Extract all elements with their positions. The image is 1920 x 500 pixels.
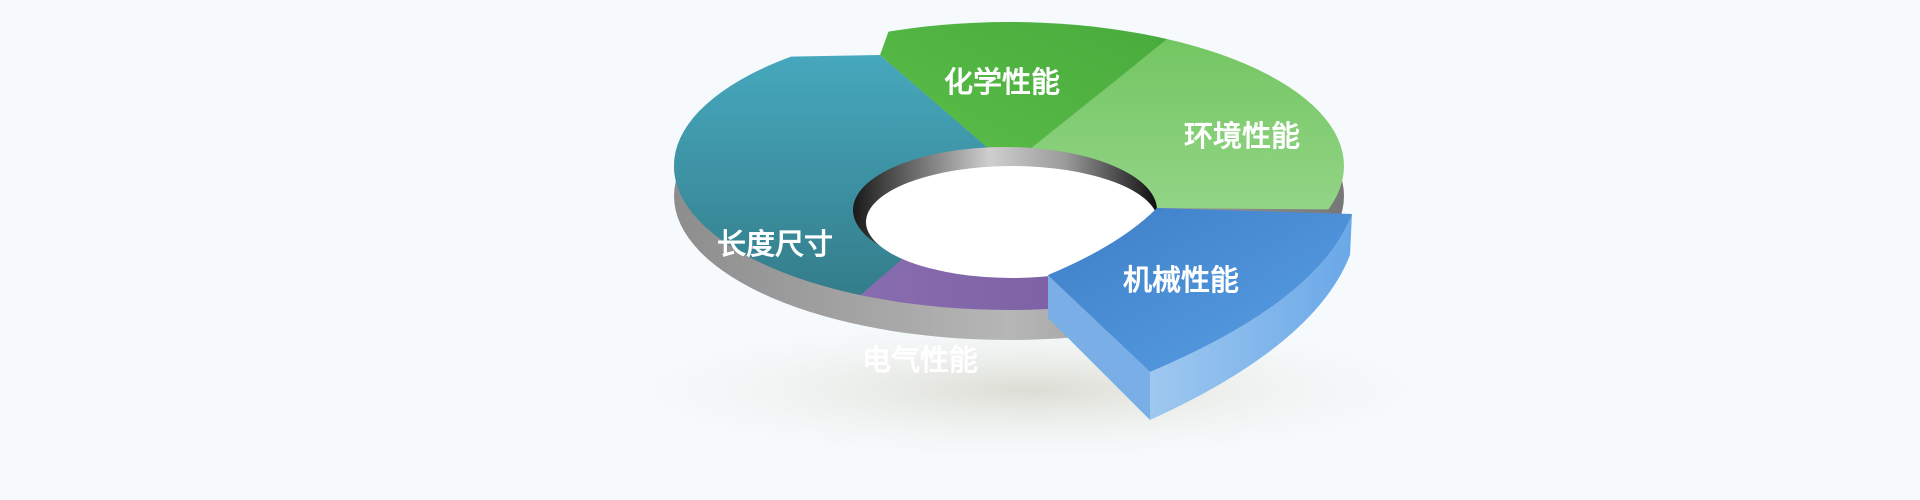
mechanical-outer-face bbox=[1150, 214, 1352, 420]
segment-mechanical bbox=[1048, 208, 1352, 420]
label-electrical: 电气性能 bbox=[862, 343, 978, 377]
segment-dimension-fill bbox=[674, 55, 1009, 310]
label-environment: 环境性能 bbox=[1184, 119, 1300, 153]
label-mechanical: 机械性能 bbox=[1123, 263, 1239, 297]
ground-shadow bbox=[630, 320, 1430, 460]
label-dimension: 长度尺寸 bbox=[717, 227, 833, 261]
mechanical-top-face bbox=[1048, 208, 1352, 372]
hole bbox=[866, 166, 1158, 278]
mechanical-side-face bbox=[1048, 275, 1150, 420]
segment-chemical bbox=[880, 22, 1200, 166]
label-chemical: 化学性能 bbox=[944, 65, 1060, 99]
